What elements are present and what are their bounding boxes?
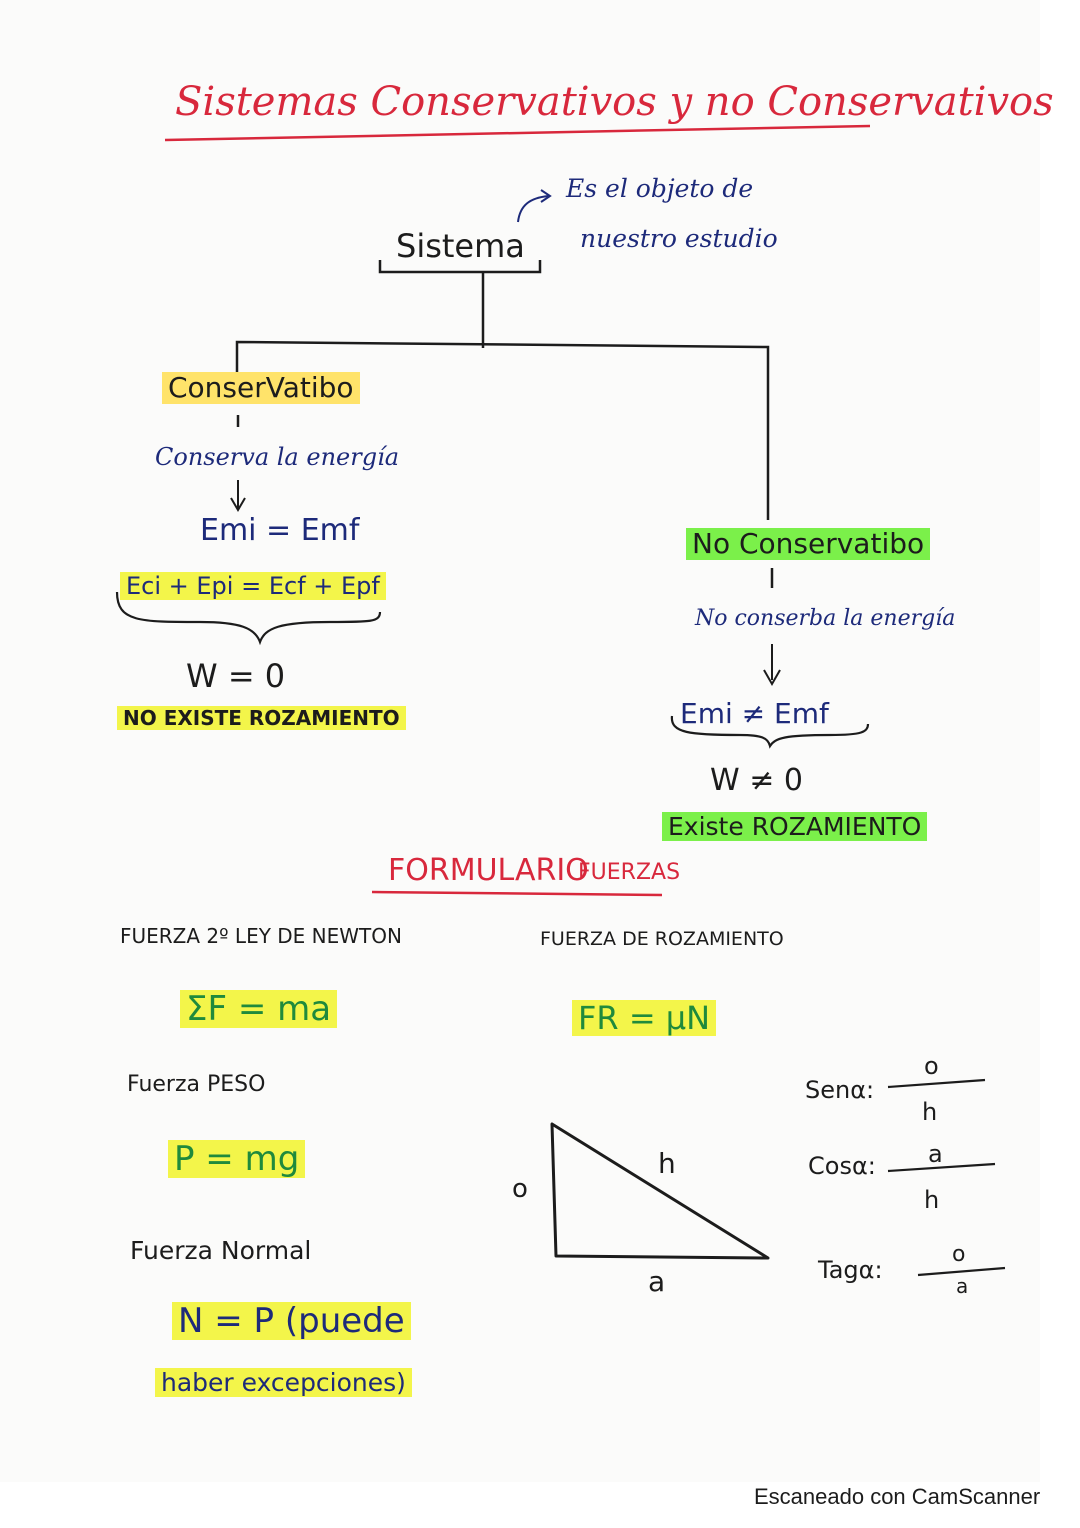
cos-denominator: h (924, 1186, 940, 1214)
camscanner-footer: Escaneado con CamScanner (754, 1484, 1041, 1509)
normal-label: Fuerza Normal (130, 1236, 312, 1265)
conservative-friction: NO EXISTE ROZAMIENTO (117, 706, 406, 730)
tan-label: Tagα: (818, 1256, 883, 1284)
triangle-side-a: a (648, 1265, 666, 1298)
conservative-eq-2: Eci + Epi = Ecf + Epf (120, 572, 386, 600)
friction-force-label: FUERZA DE ROZAMIENTO (540, 928, 784, 950)
root-node: Sistema (396, 227, 525, 265)
page-title: Sistemas Conservativos y no Conservativo… (175, 79, 1054, 125)
normal-formula: N = P (puede (172, 1302, 411, 1340)
conservative-label: ConserVatibo (162, 372, 360, 404)
sin-numerator: o (924, 1052, 939, 1080)
tan-fraction-bar (917, 1266, 1006, 1277)
brace-right (670, 715, 870, 749)
title-underline (164, 124, 871, 142)
newton-law-label: FUERZA 2º LEY DE NEWTON (120, 924, 402, 948)
brace-left (115, 591, 382, 646)
nonconservative-work: W ≠ 0 (710, 763, 803, 798)
notebook-page (0, 0, 1040, 1482)
conservative-work: W = 0 (186, 657, 286, 695)
triangle-side-h: h (658, 1147, 676, 1180)
root-note-line-1: Es el objeto de (566, 174, 754, 203)
nonconservative-label: No Conservatibo (686, 528, 931, 560)
nonconservative-description: No conserba la energía (695, 606, 956, 631)
tree-branches (235, 340, 770, 520)
weight-label: Fuerza PESO (127, 1072, 266, 1097)
cos-numerator: a (928, 1140, 943, 1168)
sistema-bracket (378, 260, 542, 274)
weight-formula: P = mg (168, 1140, 306, 1178)
newton-formula: ΣF = ma (180, 990, 338, 1028)
conservative-eq-1: Emi = Emf (200, 513, 360, 548)
sin-label: Senα: (805, 1076, 875, 1104)
note-arrow (517, 195, 549, 223)
cos-label: Cosα: (808, 1152, 876, 1180)
fuerzas-heading: FUERZAS (578, 860, 681, 885)
triangle-side-o: o (512, 1174, 528, 1204)
formulario-heading: FORMULARIO (388, 853, 589, 888)
root-note-line-2: nuestro estudio (580, 224, 778, 253)
normal-note: haber excepciones) (155, 1368, 412, 1397)
formulario-underline (371, 890, 663, 897)
conservative-description: Conserva la energía (155, 443, 400, 471)
cos-fraction-bar (887, 1162, 996, 1173)
nonconservative-eq-1: Emi ≠ Emf (680, 697, 829, 730)
tan-denominator: a (956, 1274, 969, 1298)
sin-denominator: h (922, 1098, 938, 1126)
friction-formula: FR = μN (572, 1000, 717, 1036)
right-triangle (550, 1122, 770, 1260)
sin-fraction-bar (887, 1078, 986, 1089)
tan-numerator: o (952, 1242, 966, 1267)
nonconservative-friction: Existe ROZAMIENTO (662, 812, 928, 841)
